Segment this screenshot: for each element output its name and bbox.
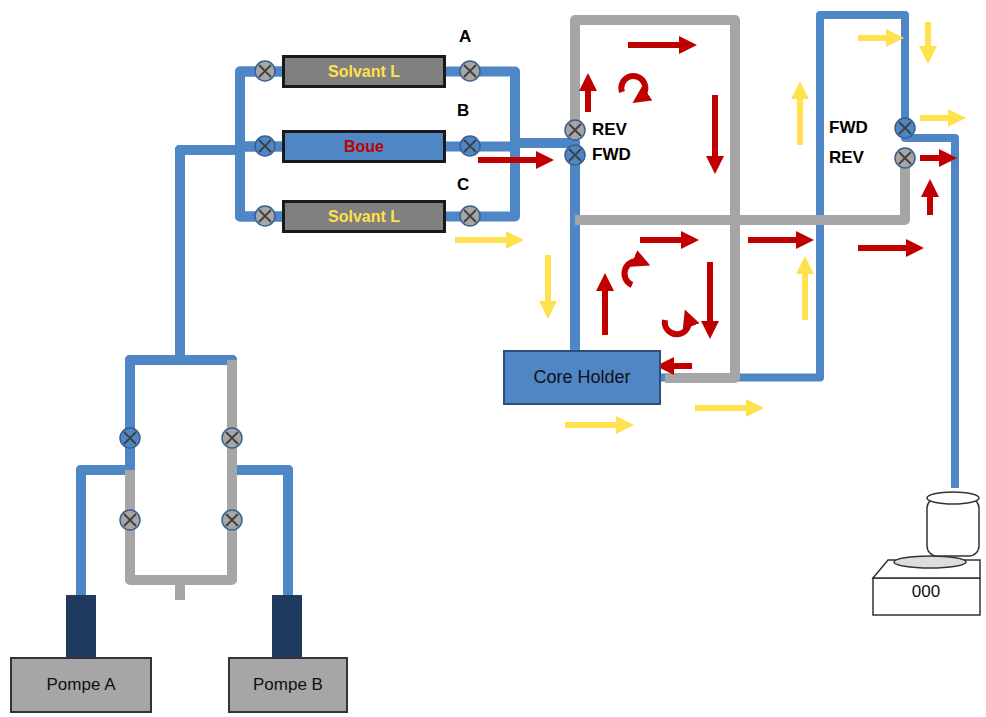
valve-group (120, 61, 915, 530)
node-label: Pompe A (47, 675, 116, 695)
valve-symbol (222, 428, 242, 448)
pipe-connector (446, 72, 575, 351)
valve-symbol (120, 510, 140, 530)
manifold-pipe (130, 360, 232, 580)
pump-box: Pompe B (228, 657, 348, 713)
valve-symbol (565, 145, 585, 165)
valve-label: A (459, 27, 471, 47)
valve-symbol (895, 118, 915, 138)
grey-pipes (130, 20, 905, 600)
valve-label: B (457, 101, 469, 121)
mud-cylinder: Boue (282, 130, 446, 163)
drain-pipe (175, 580, 185, 600)
node-label: 000 (912, 582, 940, 602)
solvent-cylinder: Solvant L (282, 55, 446, 88)
yellow-arrows (455, 22, 957, 425)
direction-label: REV (829, 148, 864, 168)
balance-scale: 000 (870, 488, 982, 616)
direction-label: REV (592, 120, 627, 140)
valve-symbol (460, 136, 480, 156)
direction-label: FWD (592, 145, 631, 165)
direction-label: FWD (829, 118, 868, 138)
pipe-connector (446, 143, 575, 350)
cross-pipe (575, 158, 905, 220)
node-label: Core Holder (533, 367, 630, 388)
pipe-connector (661, 15, 955, 488)
red-arrows (478, 45, 948, 366)
valve-symbol (120, 428, 140, 448)
core-holder-box: Core Holder (503, 350, 661, 405)
node-label: Pompe B (253, 675, 323, 695)
valve-symbol (255, 61, 275, 81)
rev-loop-pipe (575, 20, 735, 378)
pump-box: Pompe A (10, 657, 152, 713)
valve-symbol (565, 120, 585, 140)
valve-symbol (895, 148, 915, 168)
pipe-connector (446, 143, 575, 350)
valve-symbol (255, 136, 275, 156)
node-label: Solvant L (328, 208, 400, 226)
valve-symbol (255, 206, 275, 226)
valve-label: C (457, 175, 469, 195)
node-label: Solvant L (328, 63, 400, 81)
pump-cylinder (272, 595, 302, 657)
solvent-cylinder: Solvant L (282, 200, 446, 233)
node-label: Boue (344, 138, 384, 156)
valve-symbol (222, 510, 242, 530)
pump-cylinder (66, 595, 96, 657)
valve-symbol (460, 206, 480, 226)
valve-symbol (460, 61, 480, 81)
